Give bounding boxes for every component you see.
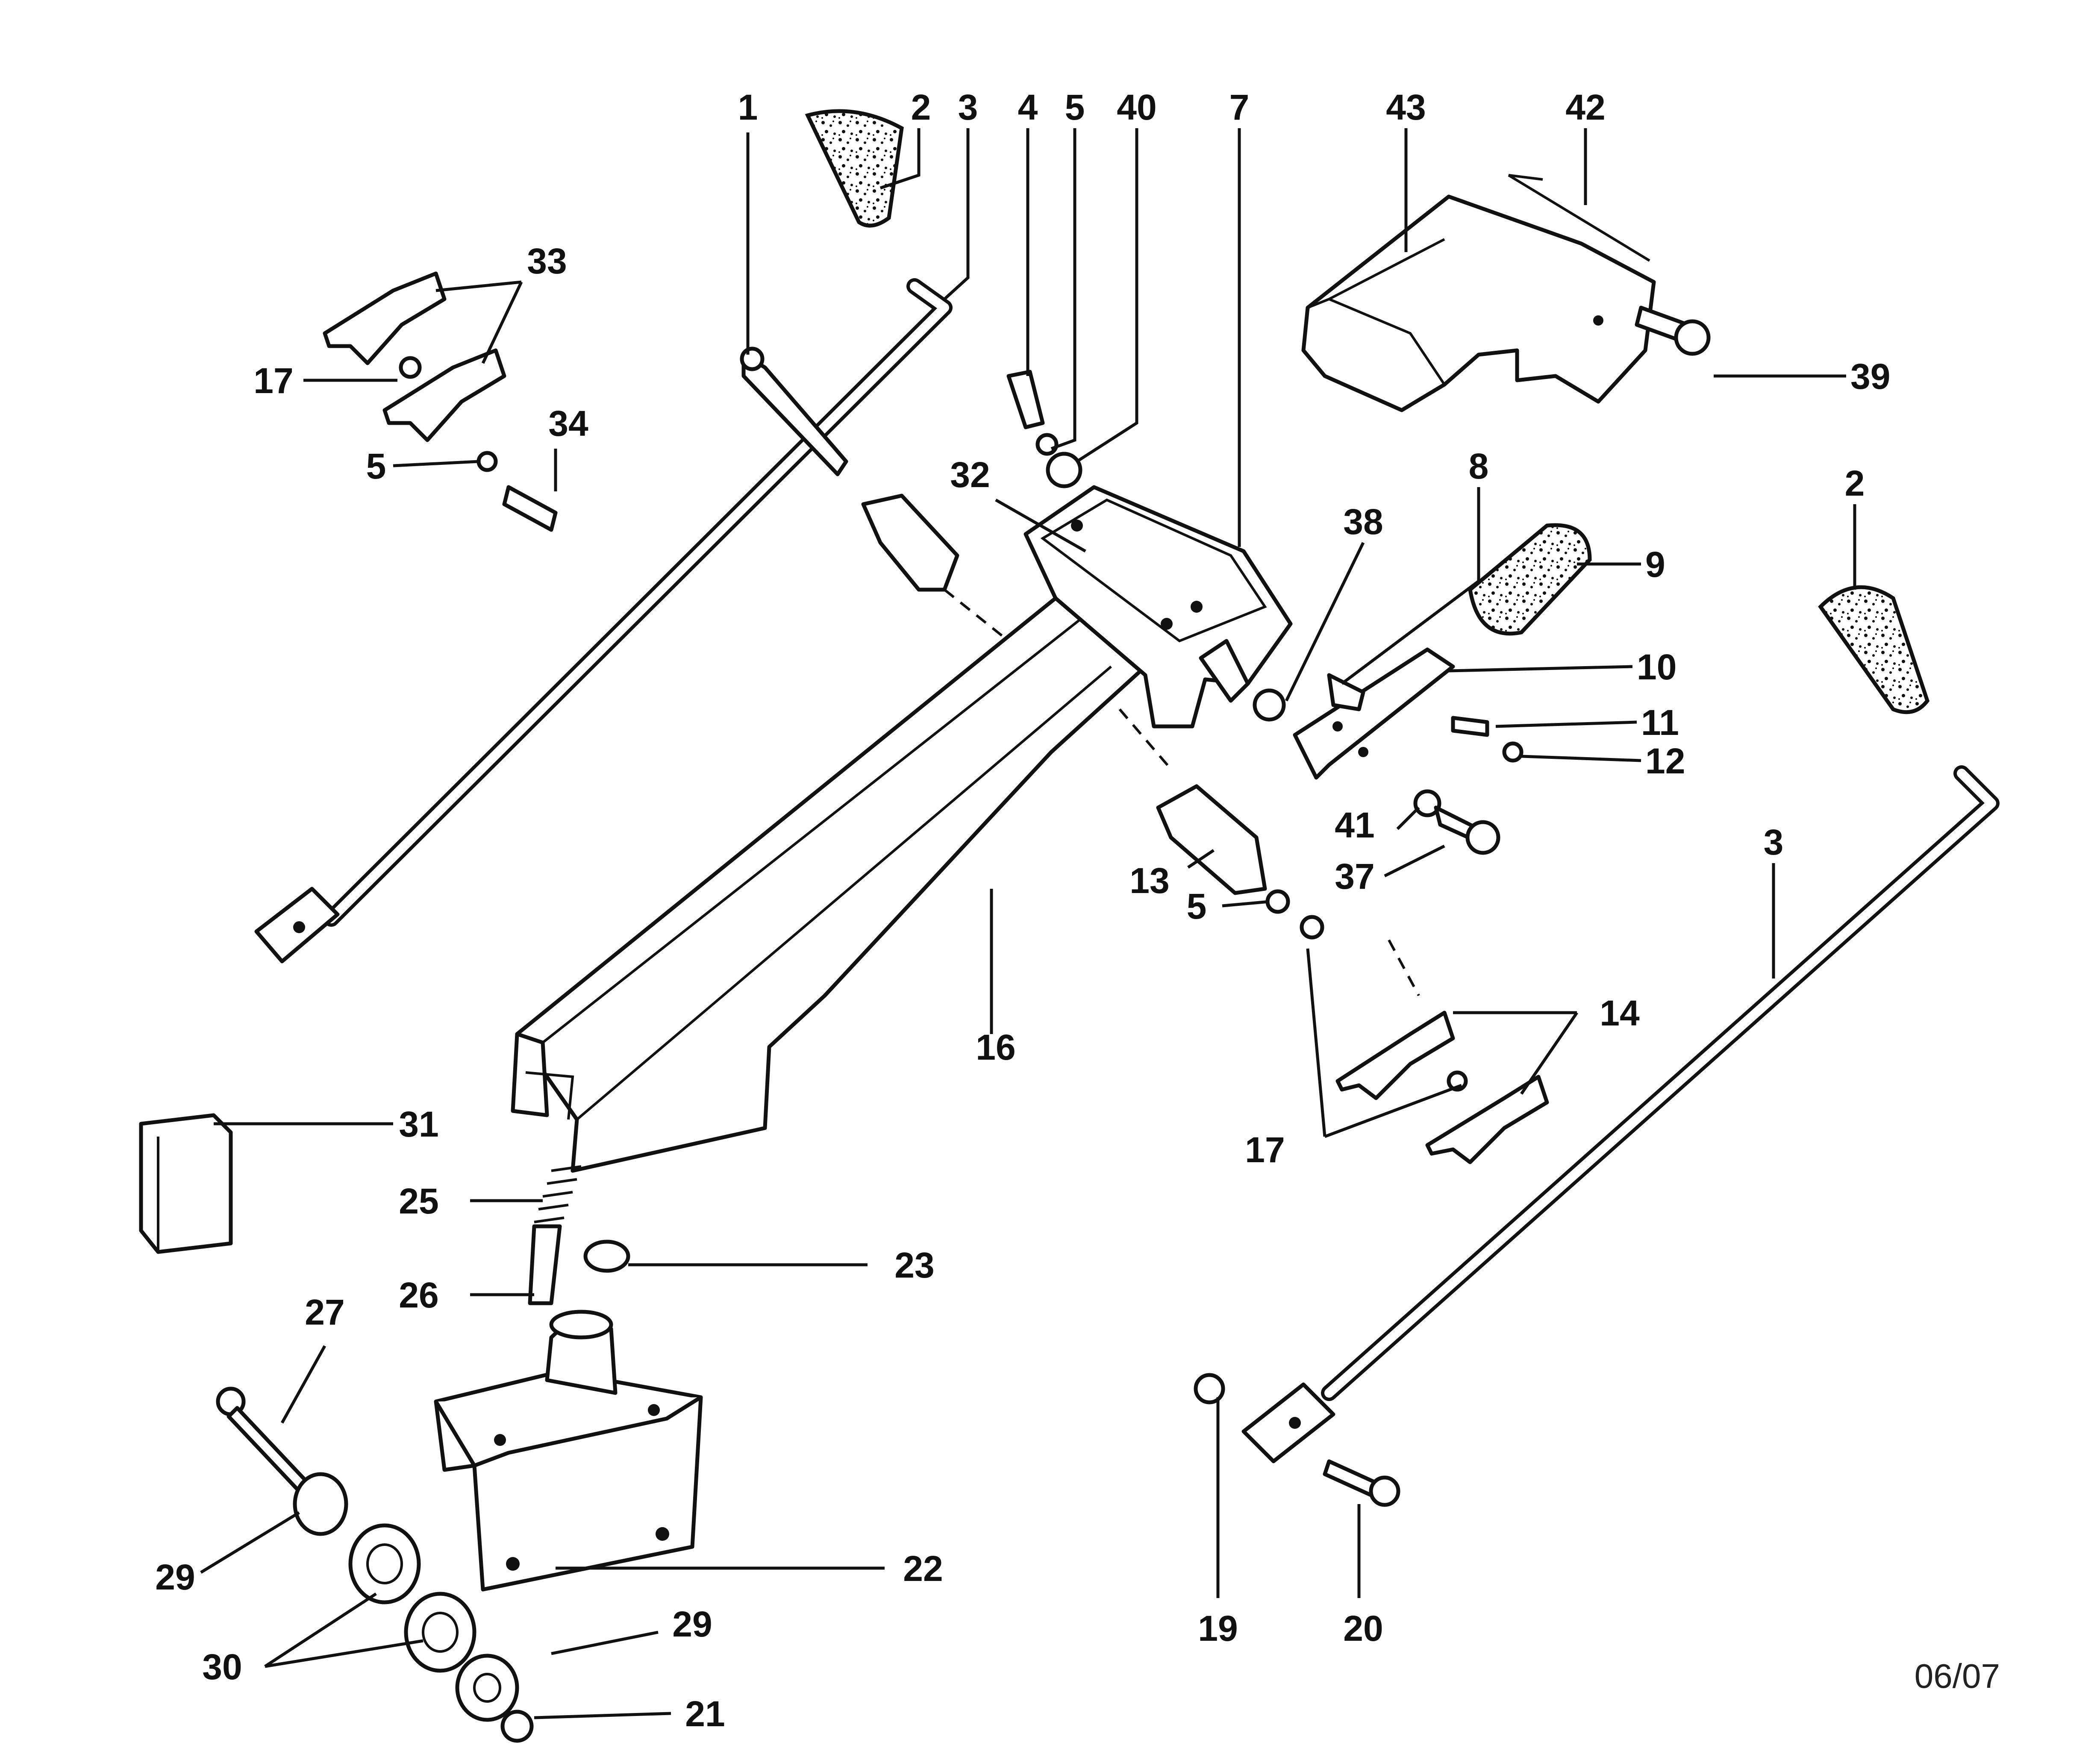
callout-17-right: 17 (1245, 1130, 1285, 1170)
callout-20: 20 (1343, 1608, 1383, 1648)
callout-10: 10 (1637, 647, 1676, 687)
callout-2-right: 2 (1845, 463, 1865, 503)
pin (528, 1224, 562, 1305)
bolt-11 (1451, 716, 1489, 737)
callout-37: 37 (1335, 856, 1374, 896)
callout-29-left: 29 (155, 1557, 195, 1597)
callout-32: 32 (950, 455, 990, 495)
washer-41 (1413, 789, 1441, 817)
cable-clevis-upper (861, 494, 959, 592)
nut-17-mid (1300, 915, 1324, 940)
callout-19: 19 (1198, 1608, 1238, 1648)
knob-right (1818, 585, 1930, 714)
decal (1508, 174, 1650, 262)
callout-2-top: 2 (911, 87, 931, 127)
bolt-4 (1006, 370, 1045, 429)
callout-39: 39 (1850, 356, 1890, 397)
callout-27: 27 (305, 1292, 344, 1332)
callout-38: 38 (1343, 502, 1383, 542)
callout-30: 30 (202, 1647, 242, 1687)
clamp-14 (1335, 1011, 1549, 1164)
washer-5-mid (1265, 889, 1290, 914)
snap-ring (583, 1240, 630, 1273)
date-code: 06/07 (1915, 1657, 2000, 1695)
spring (534, 1165, 582, 1223)
nut-38 (1253, 688, 1286, 722)
callout-34: 34 (548, 403, 588, 444)
leader-lines (200, 128, 1856, 1719)
callout-5-mid: 5 (1187, 886, 1207, 926)
nut-19 (1194, 1373, 1225, 1404)
callout-17-left: 17 (253, 361, 293, 401)
callout-4: 4 (1018, 87, 1038, 127)
control-rod-left (254, 278, 953, 964)
wheel-bracket (434, 1310, 703, 1592)
axle-bolt (216, 1387, 310, 1493)
callout-7: 7 (1229, 87, 1250, 127)
callout-3-top: 3 (958, 87, 978, 127)
callout-31: 31 (399, 1104, 438, 1144)
callout-23: 23 (894, 1245, 934, 1285)
screw-20 (1323, 1459, 1400, 1507)
knob-top (805, 109, 904, 228)
callout-21: 21 (685, 1694, 725, 1734)
control-console (1024, 485, 1293, 729)
callout-16: 16 (976, 1027, 1015, 1067)
bearing-30-b (404, 1592, 476, 1673)
control-lever (1293, 523, 1592, 780)
callout-12: 12 (1645, 741, 1685, 781)
handle-cover (1301, 194, 1656, 412)
callout-5-top: 5 (1065, 87, 1085, 127)
callout-1: 1 (738, 87, 758, 127)
callout-5-left: 5 (366, 446, 386, 486)
bushing-29-left (293, 1472, 348, 1536)
washer-40 (1046, 452, 1082, 488)
washer-12 (1502, 741, 1524, 763)
callout-22: 22 (903, 1548, 943, 1589)
nut-21 (500, 1710, 534, 1743)
control-rod-right (1241, 765, 2000, 1463)
callout-33: 33 (527, 241, 567, 281)
washer-5-top (1035, 433, 1059, 456)
end-plug (139, 1113, 233, 1254)
callout-13: 13 (1129, 861, 1169, 901)
bearing-30-a (348, 1523, 421, 1604)
callout-9: 9 (1645, 544, 1665, 585)
callout-40: 40 (1117, 87, 1156, 127)
clamp-33 (323, 271, 558, 532)
callout-14: 14 (1600, 993, 1640, 1033)
callout-26: 26 (399, 1275, 438, 1315)
callout-42: 42 (1565, 87, 1605, 127)
callout-25: 25 (399, 1181, 438, 1221)
callout-29-right: 29 (672, 1604, 712, 1644)
handle-tube (511, 596, 1147, 1173)
bushing-29-right (455, 1654, 519, 1722)
callout-11: 11 (1641, 702, 1679, 743)
callout-41: 41 (1335, 805, 1374, 845)
cable-clevis-lower (1156, 784, 1267, 895)
callout-3-right: 3 (1764, 822, 1784, 862)
callout-8: 8 (1469, 446, 1489, 486)
callout-43: 43 (1386, 87, 1426, 127)
